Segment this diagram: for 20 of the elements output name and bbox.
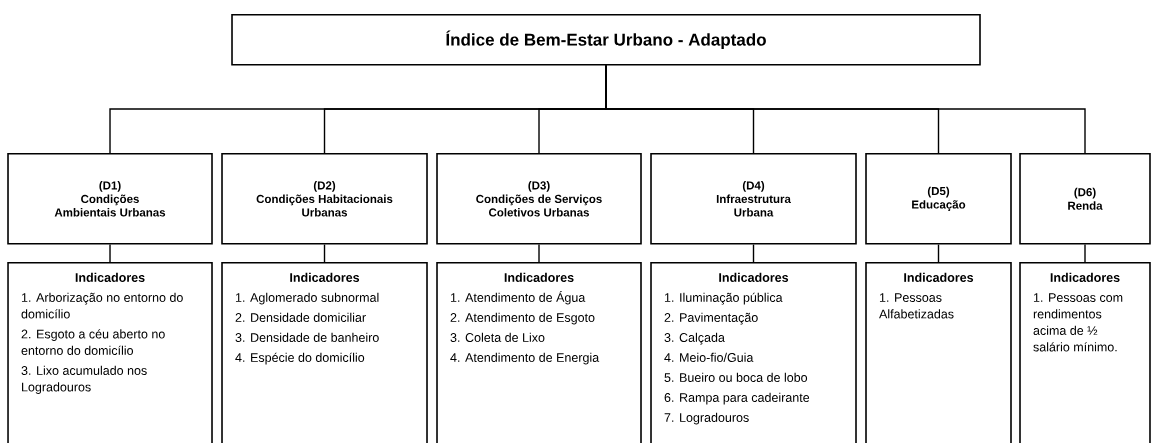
indicator-box: Indicadores 1. Iluminação pública 2. Pavimentação 3. Calçada 4. Meio-fio/Guia 5. Bueiro ou boca de lobo 6. Rampa para cadeirante 7. Logradouros bbox=[650, 262, 857, 443]
dimension-box: (D3) Condições de Serviços Coletivos Urbanas bbox=[436, 153, 642, 245]
dimension-box: (D5) Educação bbox=[865, 153, 1012, 245]
connector-line bbox=[1084, 243, 1086, 263]
connector-line bbox=[605, 64, 1086, 154]
connector-line bbox=[937, 243, 940, 263]
connector-line bbox=[752, 243, 755, 263]
indicator-box: Indicadores 1. Aglomerado subnormal 2. Densidade domiciliar 3. Densidade de banheiro 4. Espécie do domicílio bbox=[221, 262, 428, 443]
indicator-box: Indicadores 1. Atendimento de Água 2. Atendimento de Esgoto 3. Coleta de Lixo 4. Atendimento de Energia bbox=[436, 262, 642, 443]
indicator-box: Indicadores 1. Pessoas Alfabetizadas bbox=[865, 262, 1012, 443]
dimension-box: (D1) Condições Ambientais Urbanas bbox=[7, 153, 213, 245]
connector-line bbox=[538, 243, 540, 263]
connector-line bbox=[323, 243, 326, 263]
indicator-box: Indicadores 1. Pessoas com rendimentos acima de ½ salário mínimo. bbox=[1019, 262, 1151, 443]
dimension-box: (D6) Renda bbox=[1019, 153, 1151, 245]
title-box: Índice de Bem-Estar Urbano - Adaptado bbox=[231, 14, 981, 66]
dimension-box: (D4) Infraestrutura Urbana bbox=[650, 153, 857, 245]
dimension-box: (D2) Condições Habitacionais Urbanas bbox=[221, 153, 428, 245]
indicator-box: Indicadores 1. Arborização no entorno do domicílio 2. Esgoto a céu aberto no entorno do domicílio 3. Lixo acumulado nos Logradouros bbox=[7, 262, 213, 443]
connector-line bbox=[109, 243, 111, 263]
